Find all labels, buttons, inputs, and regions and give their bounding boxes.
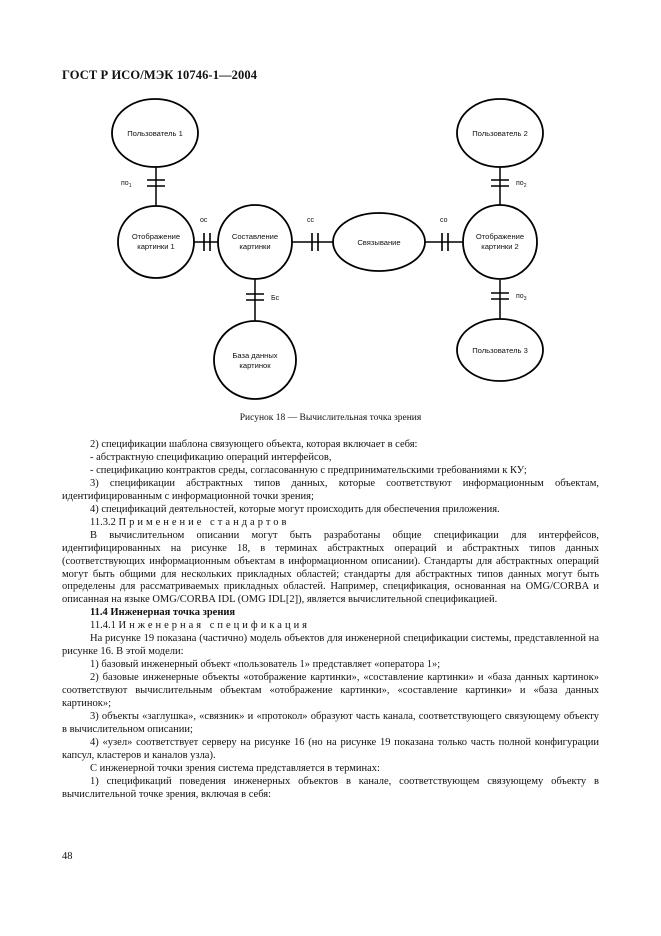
node-user-3	[456, 318, 544, 382]
paragraph: 1) спецификаций поведения инженерных объ…	[62, 775, 599, 800]
node-database-label-line1: База данных	[232, 351, 277, 360]
node-compose	[217, 204, 293, 280]
document-header: ГОСТ Р ИСО/МЭК 10746-1—2004	[62, 68, 258, 82]
paragraph: - абстрактную спецификацию операций инте…	[90, 451, 332, 463]
label-po1: по1	[121, 180, 132, 189]
paragraph: 3) объекты «заглушка», «связник» и «прот…	[62, 711, 599, 735]
node-user-2	[456, 98, 544, 168]
node-user-1-label: Пользователь 1	[127, 129, 183, 138]
paragraph: - спецификацию контрактов среды, согласо…	[90, 464, 527, 476]
node-display-1-label-line1: Отображение	[132, 232, 180, 241]
section-number: 11.3.2	[90, 516, 116, 528]
paragraph: На рисунке 19 показана (частично) модель…	[62, 633, 599, 658]
paragraph: 1) базовый инженерный объект «пользовате…	[90, 659, 441, 671]
section-heading-11-4: 11.4 Инженерная точка зрения	[90, 607, 236, 619]
label-po3: по3	[516, 293, 527, 302]
paragraph: 2) базовые инженерные объекты «отображен…	[62, 672, 599, 710]
section-number: 11.4.1	[90, 620, 116, 632]
node-database	[213, 320, 297, 400]
node-display-2-label-line2: картинки 2	[481, 242, 519, 251]
node-binder	[332, 212, 426, 272]
paragraph: 4) «узел» соответствует серверу на рисун…	[62, 736, 599, 761]
body-text: 2) спецификации шаблона связующего объек…	[62, 439, 599, 802]
node-binder-label: Связывание	[357, 238, 400, 247]
computational-viewpoint-diagram: Пользователь 1 Пользователь 2 Пользовате…	[111, 98, 544, 400]
figure-caption: Рисунок 18 — Вычислительная точка зрения	[239, 413, 422, 423]
node-display-2-label-line1: Отображение	[476, 232, 524, 241]
node-display-2	[462, 204, 538, 280]
label-bc: Бс	[271, 295, 280, 302]
label-co: со	[440, 217, 448, 224]
paragraph: 3) спецификации абстрактных типов данных…	[62, 477, 599, 502]
node-compose-label-line1: Составление	[232, 232, 278, 241]
node-user-2-label: Пользователь 2	[472, 129, 528, 138]
node-display-1-label-line2: картинки 1	[137, 242, 175, 251]
section-title: Инженерная спецификация	[118, 620, 311, 632]
paragraph: С инженерной точки зрения система предст…	[90, 762, 380, 774]
label-po2: по2	[516, 180, 527, 189]
paragraph: 4) спецификаций деятельностей, которые м…	[90, 503, 500, 515]
paragraph: 2) спецификации шаблона связующего объек…	[90, 439, 418, 450]
section-heading-11-3-2: 11.3.2 Применение стандартов	[62, 517, 599, 530]
paragraph: В вычислительном описании могут быть раз…	[62, 529, 599, 606]
section-title: Применение стандартов	[118, 516, 290, 528]
node-user-1	[111, 98, 199, 168]
label-oc: ос	[200, 217, 208, 224]
section-heading-11-4-1: 11.4.1 Инженерная спецификация	[62, 620, 599, 633]
page-number: 48	[62, 851, 73, 862]
node-user-3-label: Пользователь 3	[472, 346, 528, 355]
node-compose-label-line2: картинки	[239, 242, 270, 251]
node-display-1	[117, 205, 195, 279]
node-database-label-line2: картинок	[239, 361, 271, 370]
label-cc: сс	[307, 217, 315, 224]
